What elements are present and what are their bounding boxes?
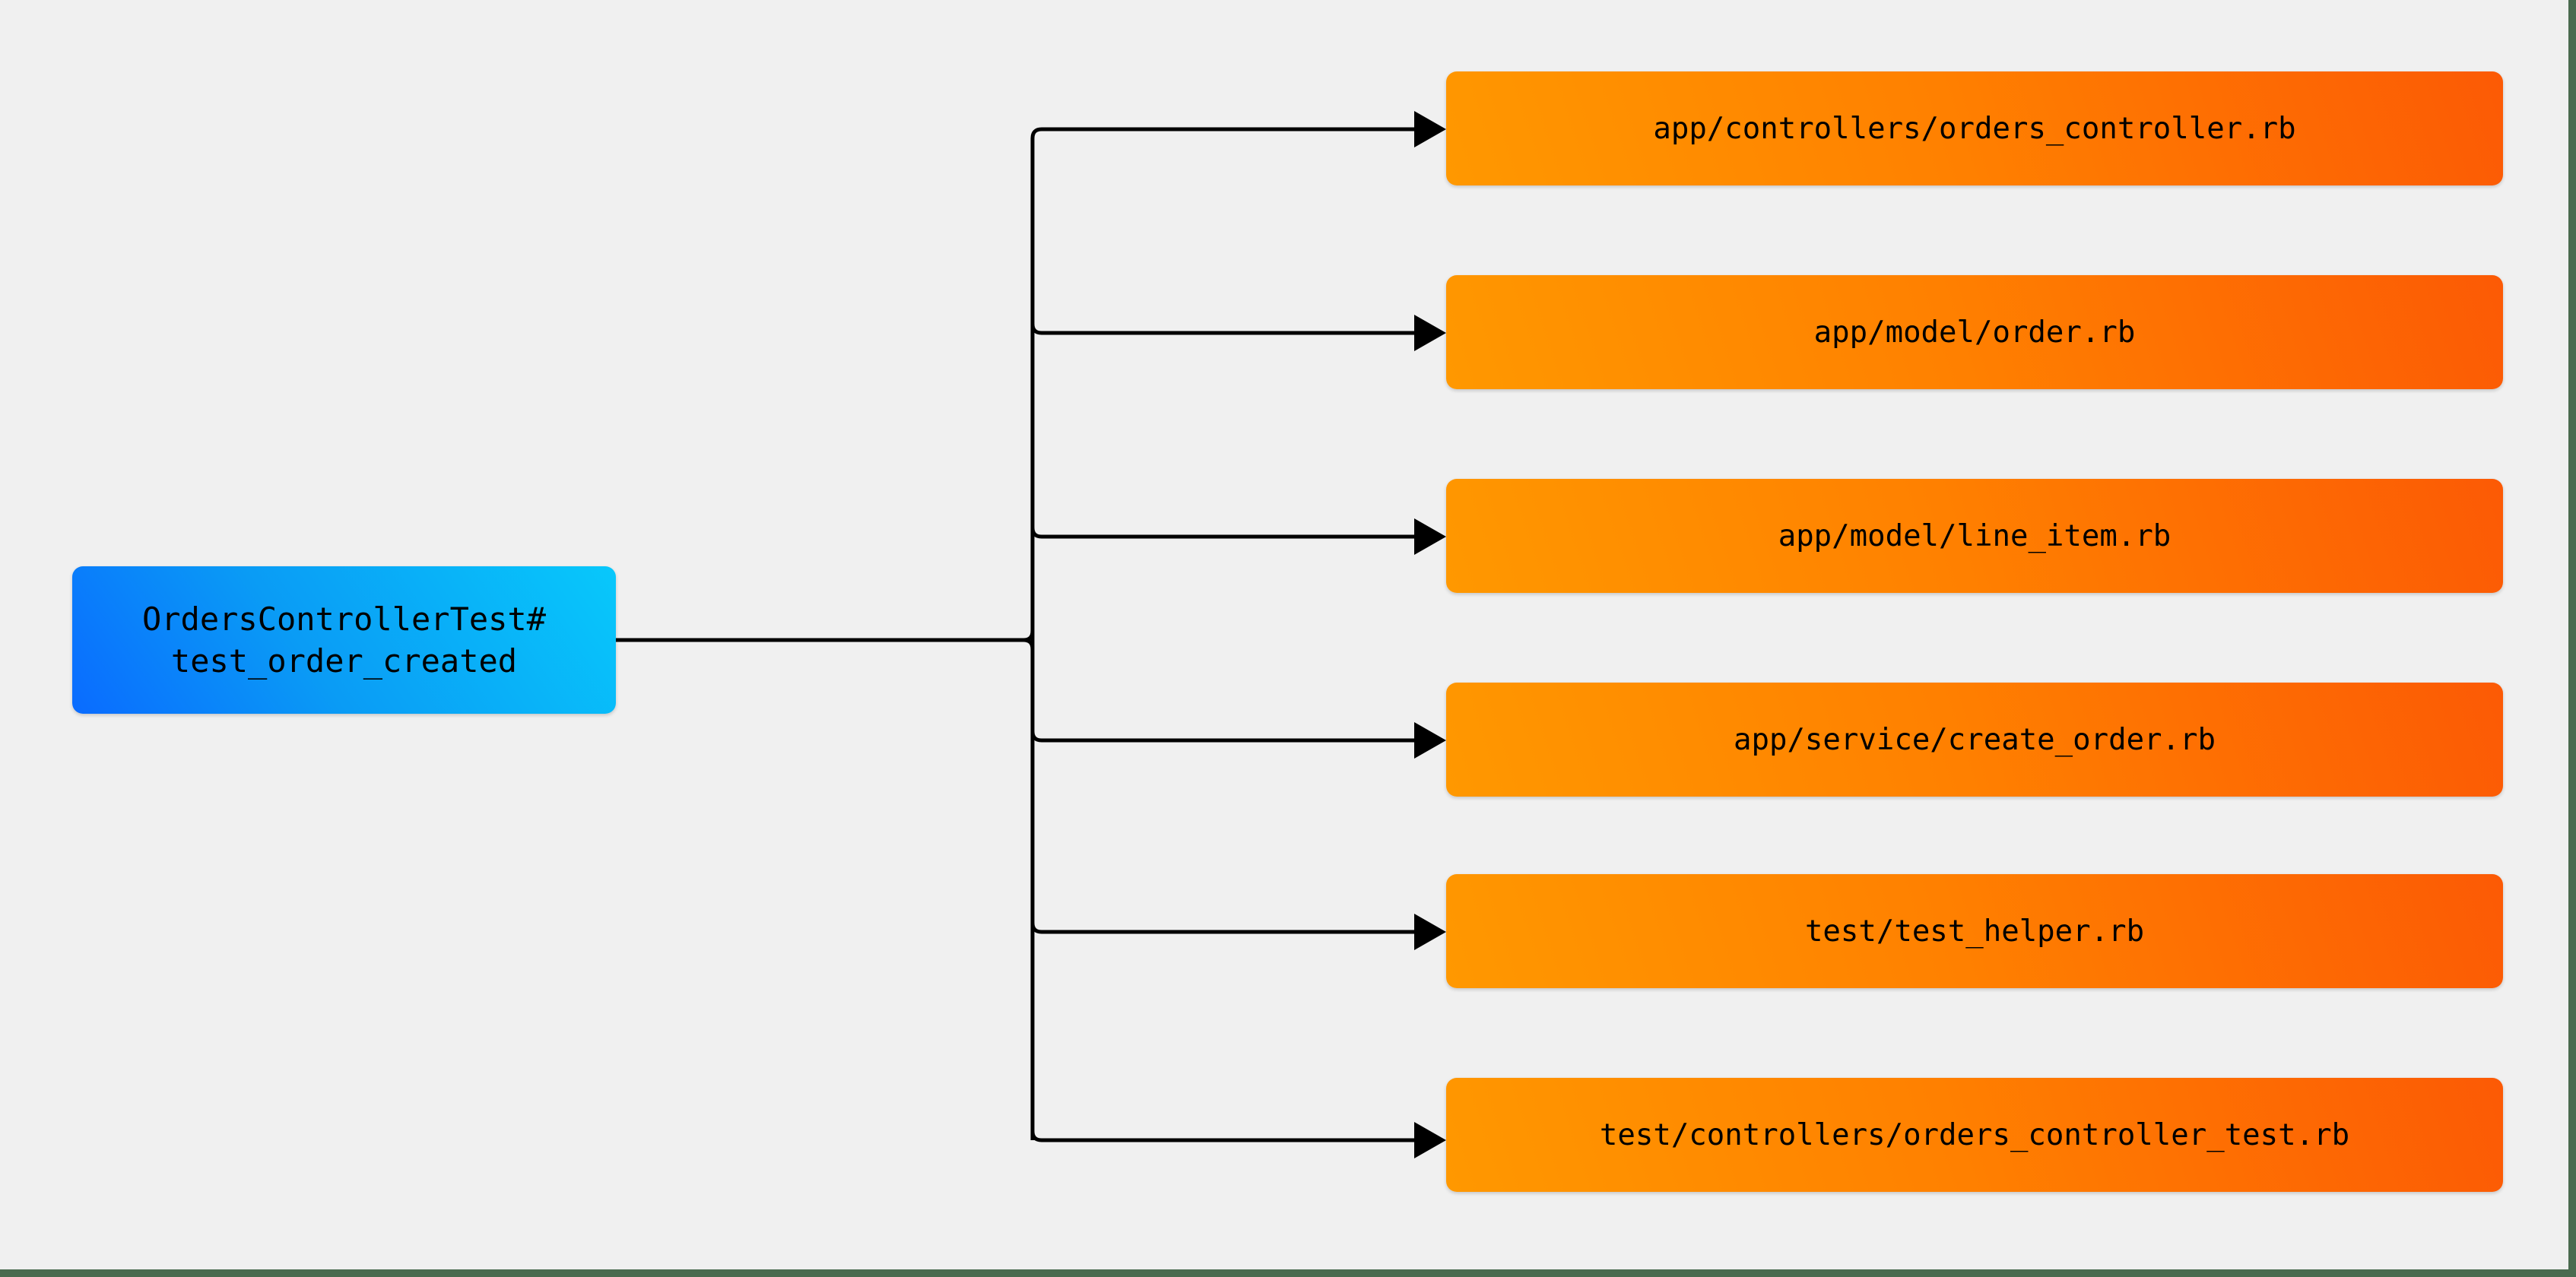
node-orders-controller-test-label: test/controllers/orders_controller_test.… [1599, 1117, 2350, 1152]
node-order-model-label: app/model/order.rb [1813, 315, 2136, 350]
arrow-head-5 [1414, 914, 1446, 950]
edge-junction [1023, 630, 1035, 642]
arrow-head-6 [1414, 1122, 1446, 1158]
node-test-helper[interactable]: test/test_helper.rb [1446, 874, 2503, 988]
arrow-head-2 [1414, 315, 1446, 351]
node-line-item-model-label: app/model/line_item.rb [1778, 518, 2172, 553]
edge-to-orders-controller [1030, 127, 1420, 147]
edge-to-create-order-service [1030, 730, 1420, 743]
node-orders-controller[interactable]: app/controllers/orders_controller.rb [1446, 71, 2503, 185]
edge-to-line-item-model [1030, 527, 1420, 539]
node-orders-controller-label: app/controllers/orders_controller.rb [1653, 111, 2296, 146]
node-test-case-line2: test_order_created [170, 642, 518, 680]
node-test-helper-label: test/test_helper.rb [1804, 914, 2145, 949]
node-test-case-line1: OrdersControllerTest# [141, 600, 546, 638]
node-order-model[interactable]: app/model/order.rb [1446, 275, 2503, 389]
node-create-order-service-label: app/service/create_order.rb [1734, 722, 2216, 757]
arrow-head-4 [1414, 722, 1446, 759]
node-create-order-service[interactable]: app/service/create_order.rb [1446, 683, 2503, 797]
edge-to-test-helper [1030, 922, 1420, 934]
edge-to-order-model [1030, 323, 1420, 335]
node-orders-controller-test[interactable]: test/controllers/orders_controller_test.… [1446, 1078, 2503, 1192]
node-test-case-label: OrdersControllerTest# test_order_created [142, 598, 546, 683]
edge-junction-lower [1023, 638, 1035, 650]
arrow-head-1 [1414, 111, 1446, 147]
arrow-head-3 [1414, 518, 1446, 555]
node-test-case[interactable]: OrdersControllerTest# test_order_created [72, 566, 616, 714]
node-line-item-model[interactable]: app/model/line_item.rb [1446, 479, 2503, 593]
edge-to-orders-controller-test [1030, 1130, 1420, 1142]
